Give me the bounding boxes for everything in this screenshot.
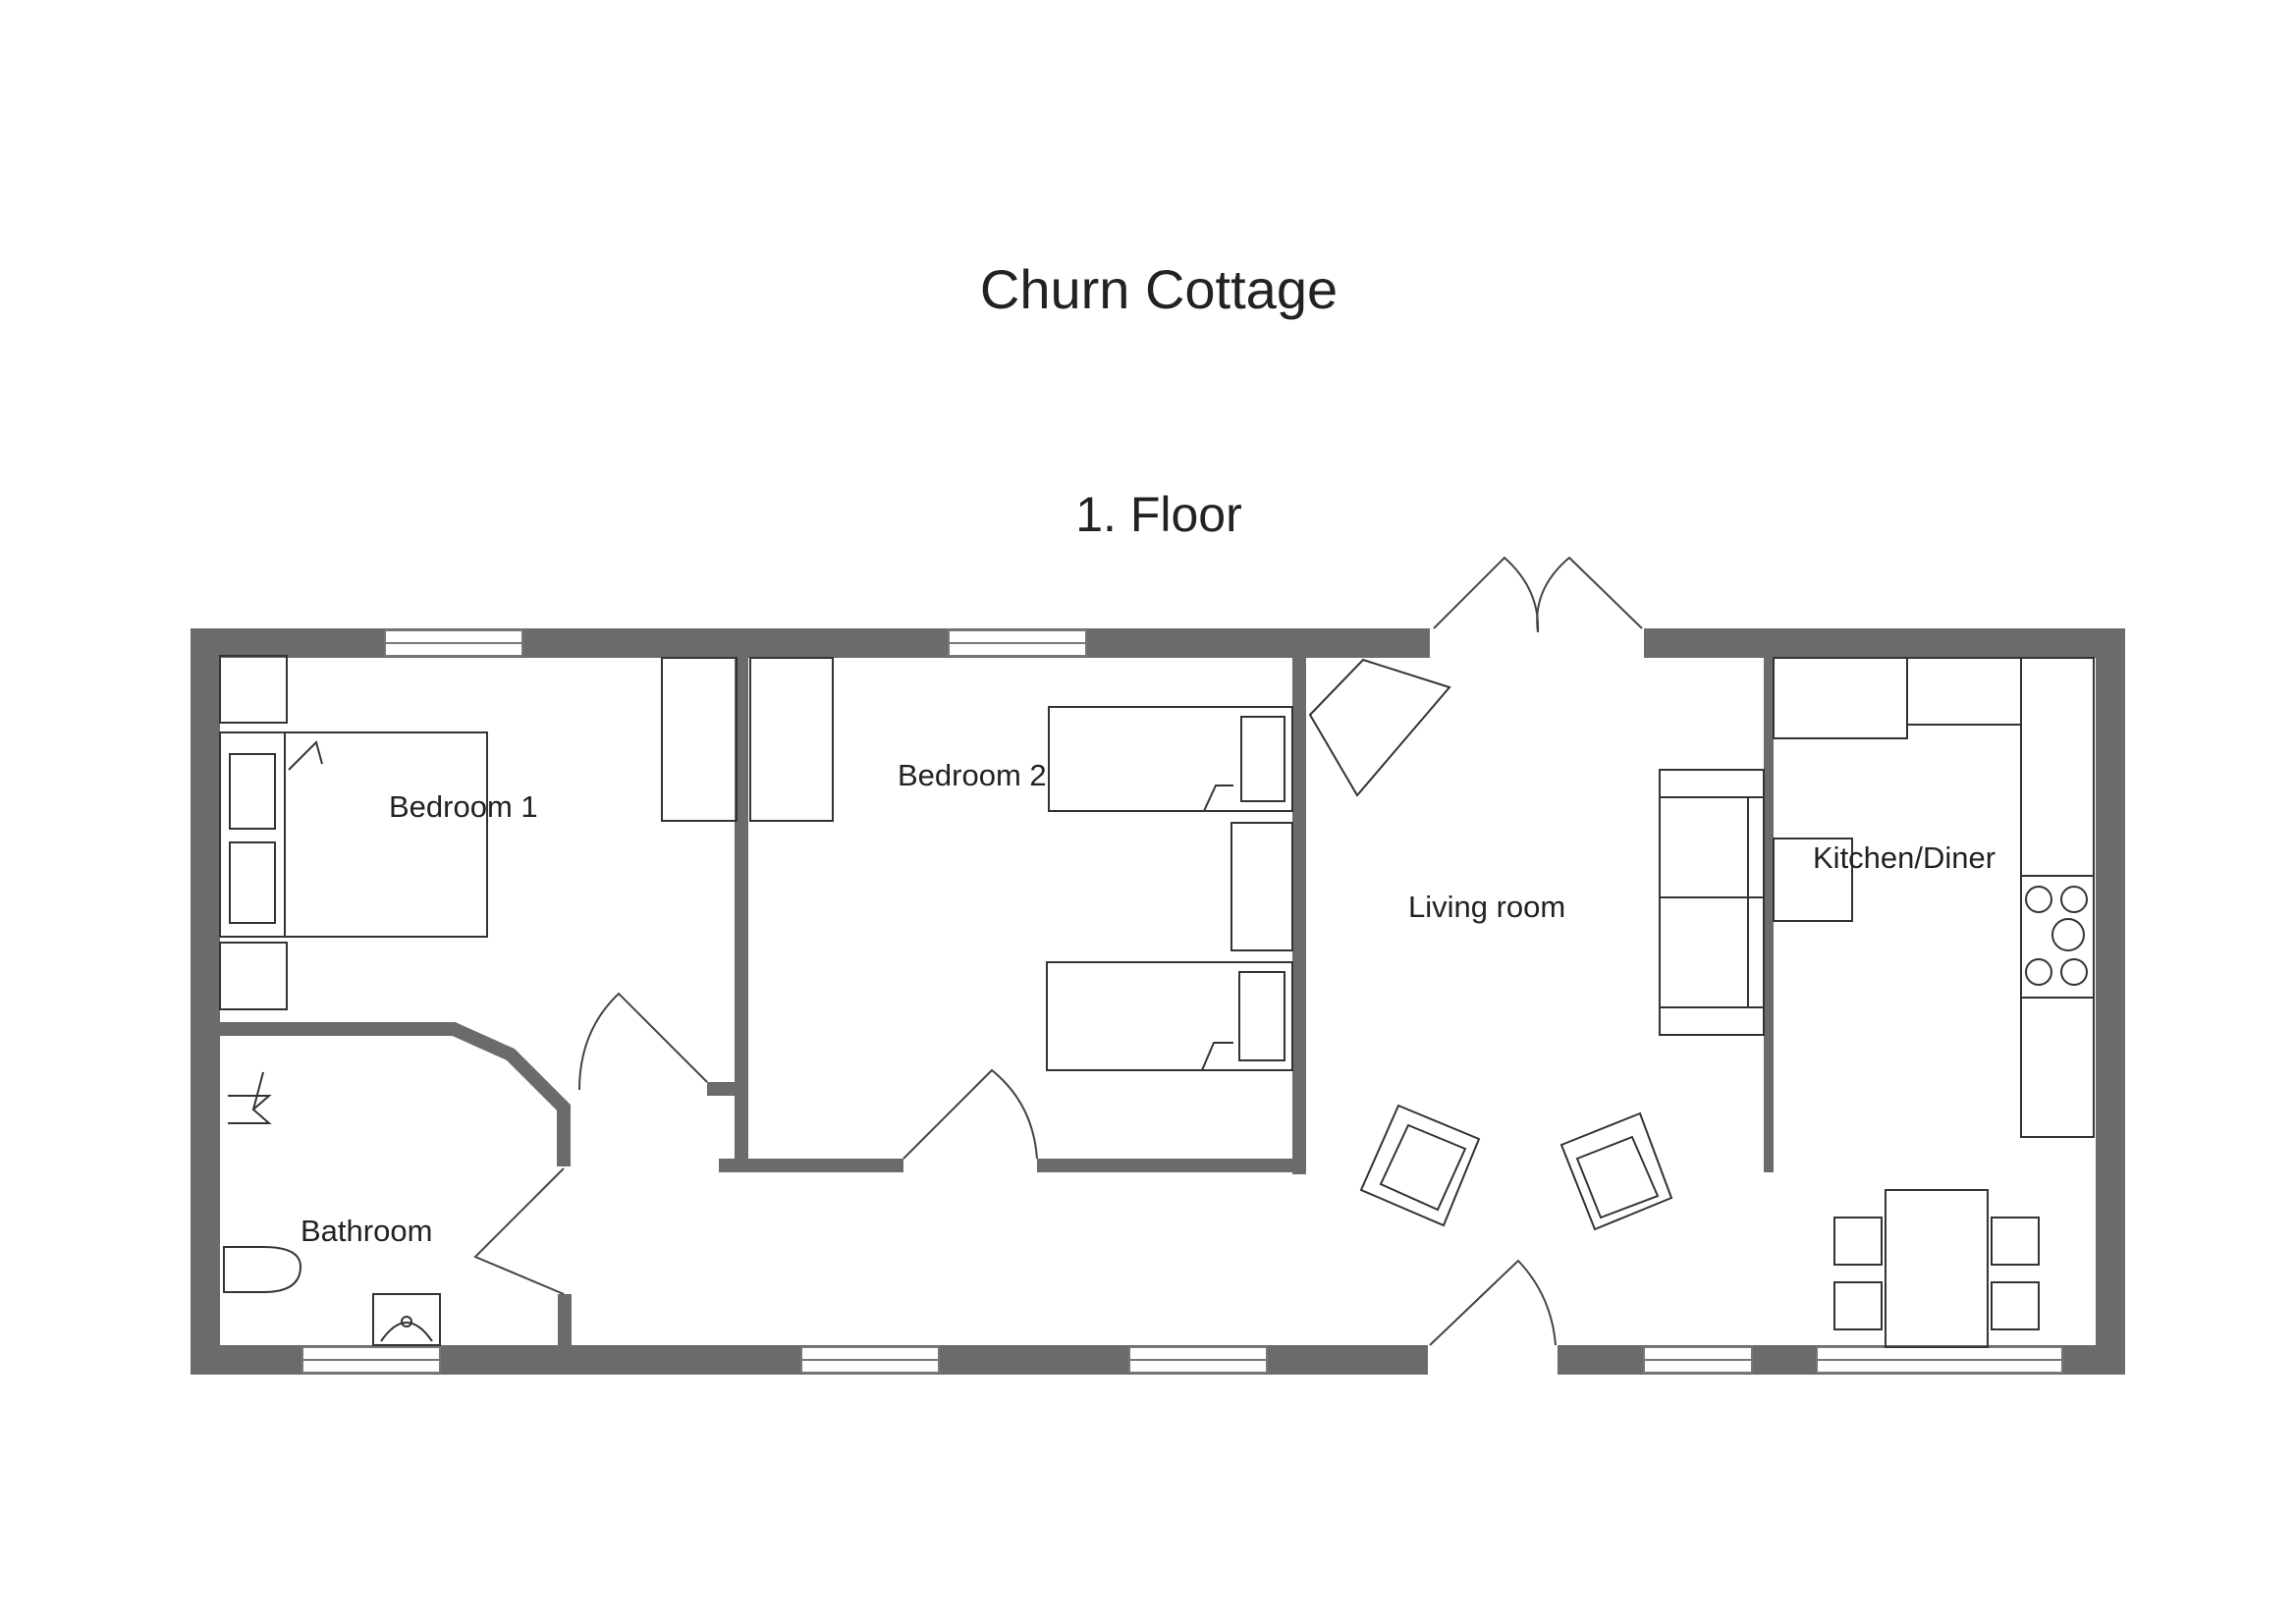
bedside-table-top — [219, 655, 288, 724]
front-door-left — [1433, 556, 1540, 633]
toilet-icon — [223, 1246, 302, 1293]
single-bed-2 — [1046, 961, 1293, 1071]
room-label-kitchen: Kitchen/Diner — [1813, 840, 1995, 875]
room-label-bedroom2: Bedroom 2 — [898, 758, 1047, 792]
kitchen-cabinet — [1773, 838, 1853, 922]
double-bed — [219, 731, 488, 938]
interior-walls — [220, 658, 1774, 1345]
wardrobe-bedroom2 — [749, 657, 834, 822]
bathroom-fixtures — [223, 1071, 441, 1346]
bedroom2-furniture — [749, 657, 1293, 1071]
kitchen-furniture — [1773, 657, 2095, 1348]
bedside-table-bottom — [219, 942, 288, 1010]
pillow-1 — [229, 753, 276, 830]
counter-right-upper — [2020, 657, 2095, 877]
bedroom2-door — [902, 1068, 1038, 1160]
floor-label: 1. Floor — [1075, 487, 1242, 542]
plan-title: Churn Cottage — [979, 258, 1339, 320]
front-door-right — [1536, 556, 1643, 633]
chair-3 — [1991, 1217, 2040, 1266]
chair-4 — [1991, 1281, 2040, 1330]
doors — [473, 556, 1643, 1346]
sink-icon — [372, 1293, 441, 1346]
counter-corner — [1906, 657, 2022, 726]
dining-table — [1885, 1189, 1989, 1348]
bedroom1-door — [578, 992, 708, 1091]
pillow-2 — [229, 841, 276, 924]
armchair-right — [1559, 1111, 1673, 1231]
chair-2 — [1833, 1281, 1883, 1330]
room-label-bedroom1: Bedroom 1 — [389, 789, 538, 824]
cabinet-living — [1308, 658, 1451, 797]
room-label-living: Living room — [1408, 890, 1565, 924]
sofa — [1659, 769, 1765, 1036]
windows — [301, 629, 2063, 1374]
living-room-furniture — [1308, 658, 1765, 1231]
single-bed-1 — [1048, 706, 1293, 812]
pillow-bed-1 — [1240, 716, 1285, 802]
wardrobe-bedroom1 — [661, 657, 738, 822]
bedroom1-furniture — [219, 655, 738, 1010]
shower-head — [228, 1095, 272, 1124]
armchair-left — [1359, 1104, 1481, 1227]
back-door — [1429, 1259, 1557, 1346]
bedside-table-bedroom2 — [1230, 822, 1293, 951]
bathroom-door — [473, 1167, 565, 1295]
chair-1 — [1833, 1217, 1883, 1266]
room-label-bathroom: Bathroom — [301, 1214, 432, 1248]
counter-top — [1773, 657, 1908, 739]
counter-right-lower — [2020, 997, 2095, 1138]
pillow-bed-2 — [1238, 971, 1285, 1061]
